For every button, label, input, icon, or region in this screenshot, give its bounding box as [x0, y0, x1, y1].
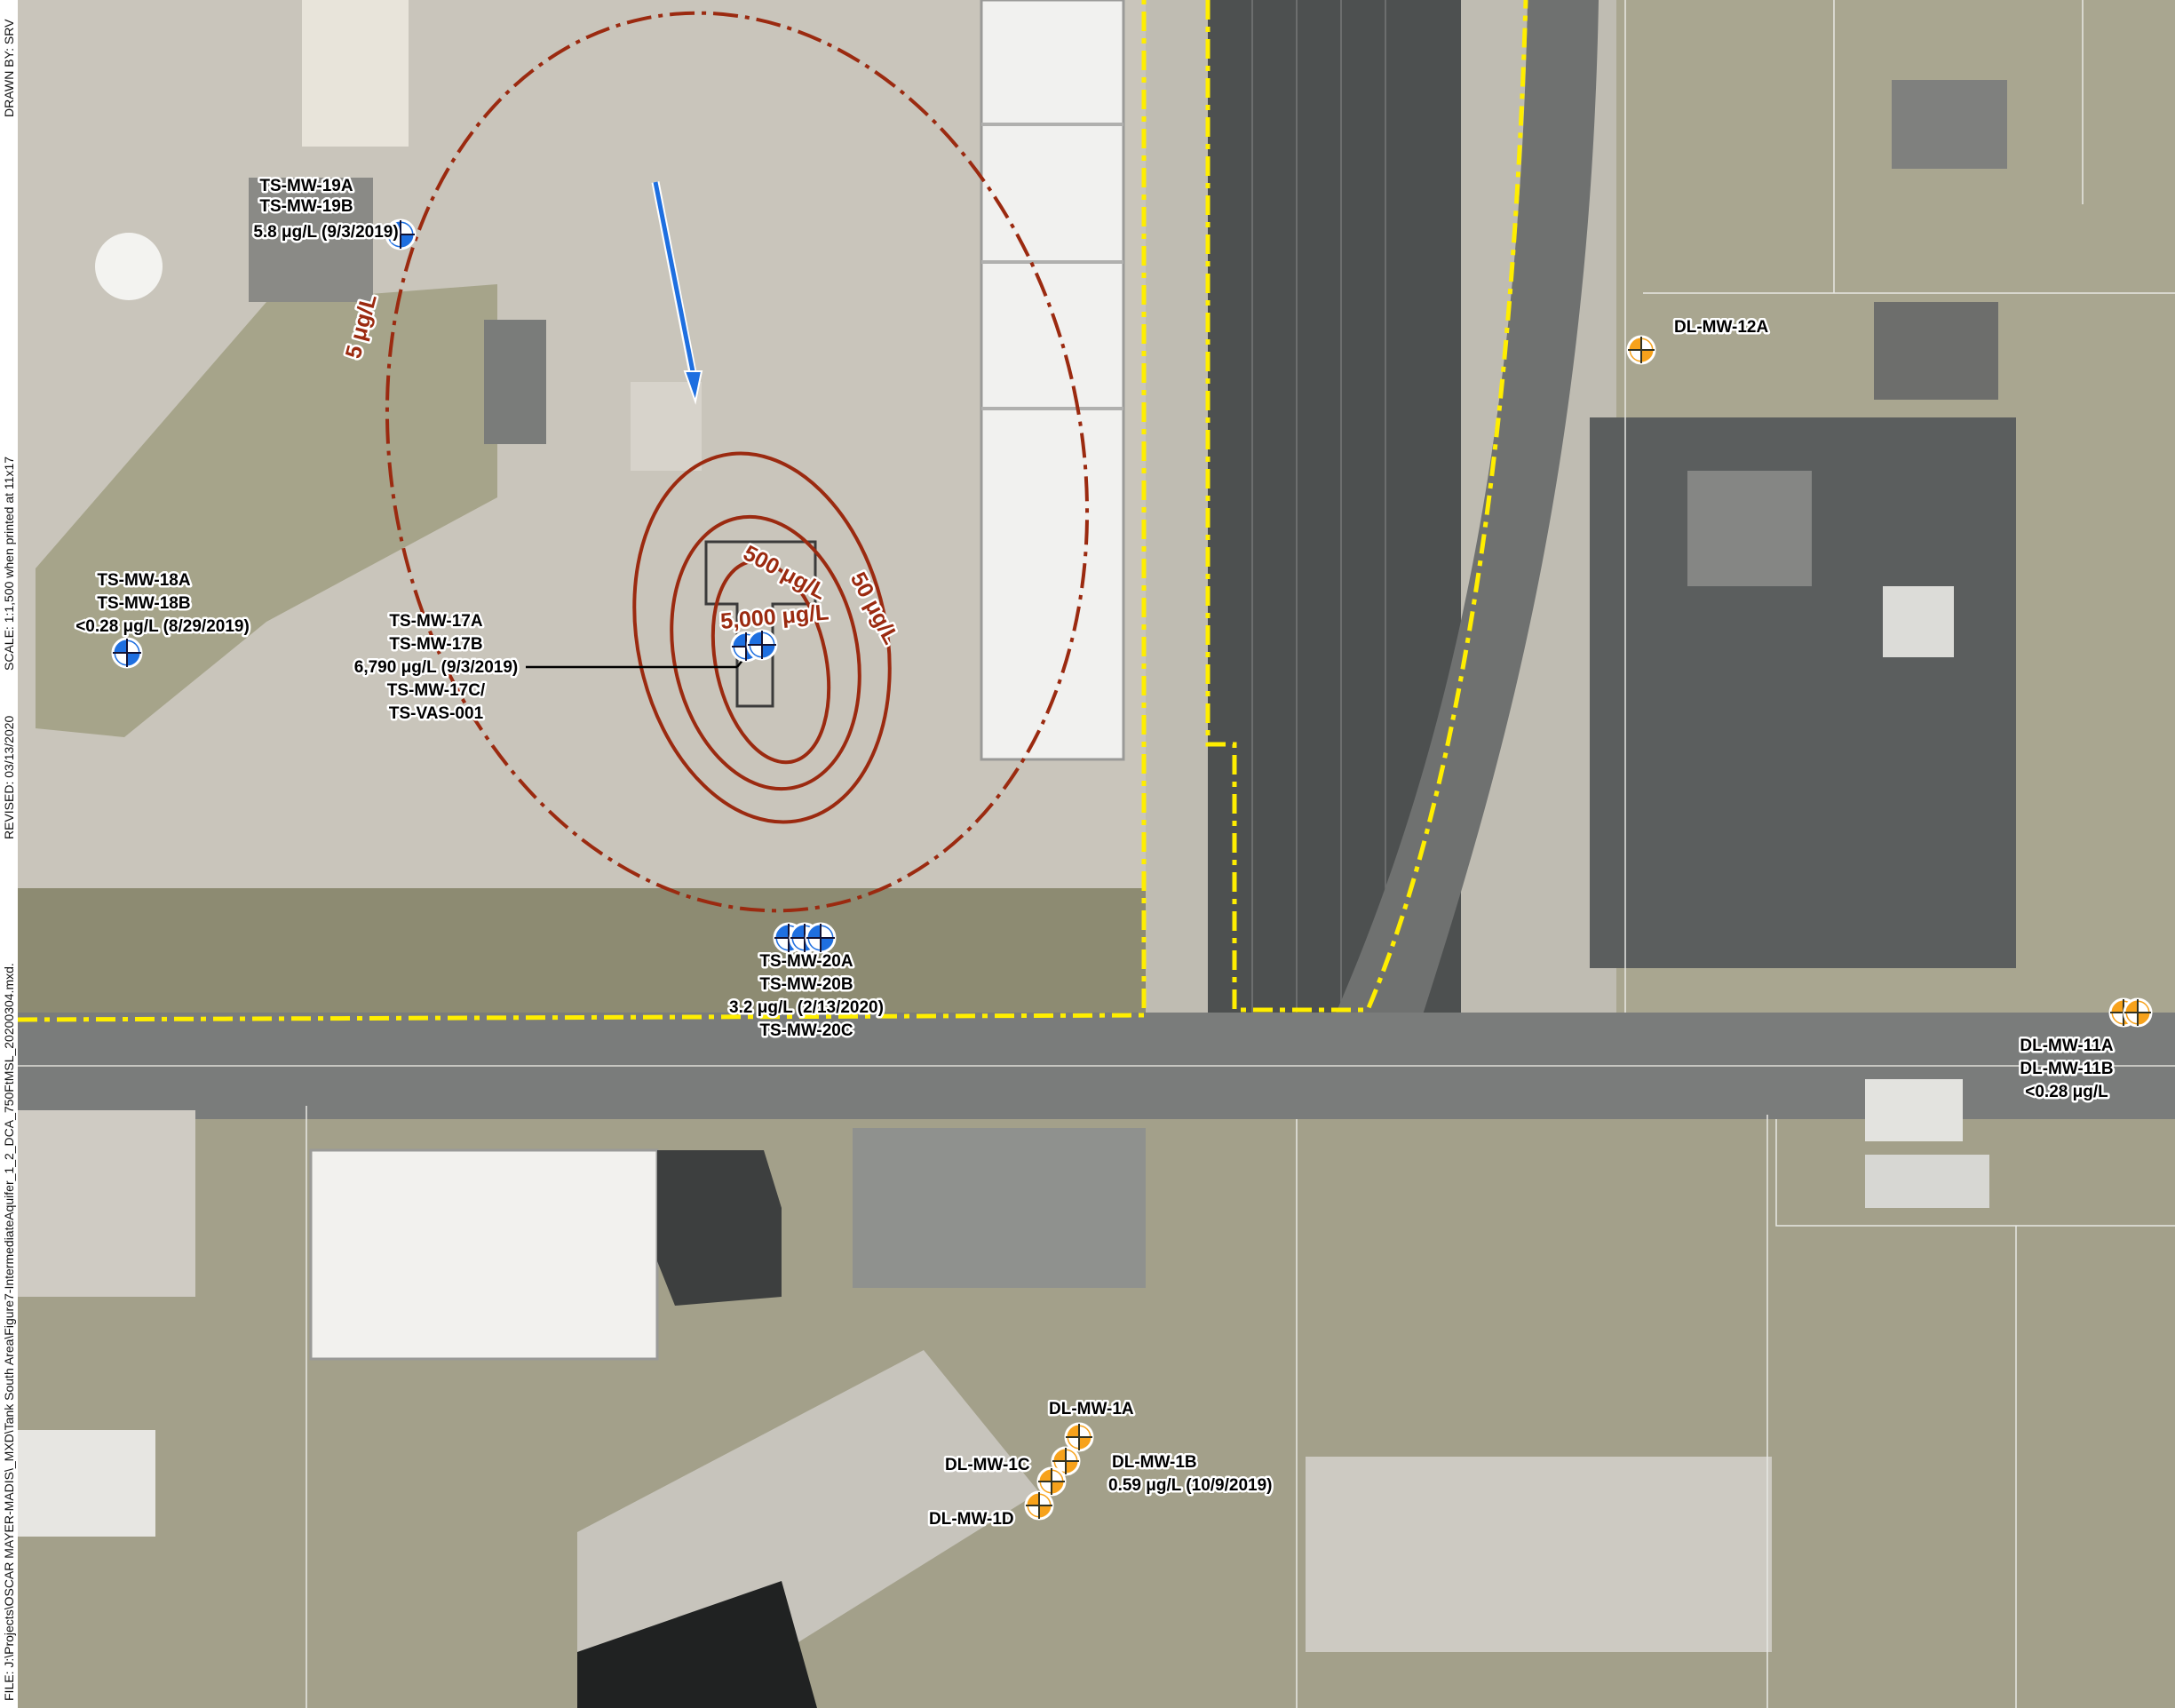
label-dl-mw-1: DL-MW-1A DL-MW-1B DL-MW-1C 0.59 μg/L (10… — [927, 1398, 1275, 1531]
monitoring-well-orange-icon[interactable] — [1064, 1422, 1094, 1452]
monitoring-well-orange-icon[interactable] — [1626, 335, 1656, 365]
label-ts-mw-18: TS-MW-18A TS-MW-18B <0.28 μg/L (8/29/201… — [74, 569, 252, 639]
label-ts-mw-19: TS-MW-19A TS-MW-19B 5.8 μg/L (9/3/2019) — [251, 175, 401, 244]
groundwater-flow-arrow-icon — [651, 181, 703, 405]
label-line: TS-MW-17B — [389, 635, 482, 654]
monitoring-well-orange-icon[interactable] — [1024, 1490, 1054, 1521]
label-line: 5.8 μg/L (9/3/2019) — [253, 223, 398, 242]
label-line: TS-MW-20C — [759, 1021, 853, 1040]
monitoring-well-orange-icon[interactable] — [2123, 997, 2153, 1028]
file-path-text: FILE: J:\Projects\OSCAR MAYER-MADIS\_MXD… — [2, 963, 16, 1701]
monitoring-well-blue-icon[interactable] — [805, 922, 837, 954]
label-line: <0.28 μg/L — [2025, 1083, 2108, 1101]
contour-lines — [385, 11, 1090, 913]
property-boundary — [17, 0, 1528, 1022]
label-line: TS-MW-20B — [759, 975, 853, 994]
monitoring-well-blue-icon[interactable] — [746, 629, 778, 661]
label-line: 6,790 μg/L (9/3/2019) — [354, 658, 519, 677]
label-line: TS-VAS-001 — [389, 704, 484, 723]
label-line: TS-MW-18B — [97, 594, 190, 613]
margin-strip — [0, 0, 18, 1708]
drawn-by-text: DRAWN BY: SRV — [2, 19, 16, 117]
scale-text: SCALE: 1:1,500 when printed at 11x17 — [2, 457, 16, 671]
monitoring-well-blue-icon[interactable] — [111, 637, 143, 669]
well-ts-mw-17[interactable] — [730, 629, 778, 663]
label-line: TS-MW-20A — [759, 952, 853, 971]
label-line: TS-MW-19A — [259, 177, 353, 195]
contour-50-ug — [632, 451, 892, 824]
label-line: TS-MW-17C/ — [387, 681, 486, 700]
label-line: DL-MW-1C — [945, 1456, 1030, 1474]
label-line: <0.28 μg/L (8/29/2019) — [75, 617, 250, 636]
monitoring-well-orange-icon[interactable] — [1036, 1466, 1067, 1497]
label-line: DL-MW-11A — [2020, 1037, 2113, 1055]
contour-5-ug — [385, 11, 1090, 913]
label-line: TS-MW-17A — [389, 612, 482, 631]
well-dl-mw-11[interactable] — [2108, 997, 2153, 1028]
revised-text: REVISED: 03/13/2020 — [2, 715, 16, 839]
label-line: DL-MW-12A — [1674, 318, 1768, 337]
label-line: DL-MW-1A — [1049, 1400, 1134, 1418]
label-dl-mw-12a: DL-MW-12A — [1672, 316, 1771, 339]
label-line: DL-MW-11B — [2020, 1060, 2113, 1078]
label-line: DL-MW-1D — [929, 1510, 1014, 1529]
label-line: 3.2 μg/L (2/13/2020) — [729, 998, 884, 1017]
well-dl-mw-12a[interactable] — [1626, 335, 1656, 365]
contour-500-ug — [670, 514, 861, 791]
contour-5000-ug — [710, 559, 831, 765]
label-ts-mw-17: TS-MW-17A TS-MW-17B 6,790 μg/L (9/3/2019… — [352, 610, 520, 726]
label-dl-mw-11: DL-MW-11A DL-MW-11B <0.28 μg/L — [2018, 1035, 2115, 1104]
label-line: 0.59 μg/L (10/9/2019) — [1108, 1476, 1273, 1495]
label-ts-mw-20: TS-MW-20A TS-MW-20B 3.2 μg/L (2/13/2020)… — [727, 950, 886, 1043]
label-line: DL-MW-1B — [1112, 1453, 1197, 1472]
label-line: TS-MW-19B — [259, 197, 353, 216]
well-ts-mw-20[interactable] — [773, 922, 837, 954]
well-ts-mw-18[interactable] — [111, 637, 143, 669]
label-line: TS-MW-18A — [97, 571, 190, 590]
